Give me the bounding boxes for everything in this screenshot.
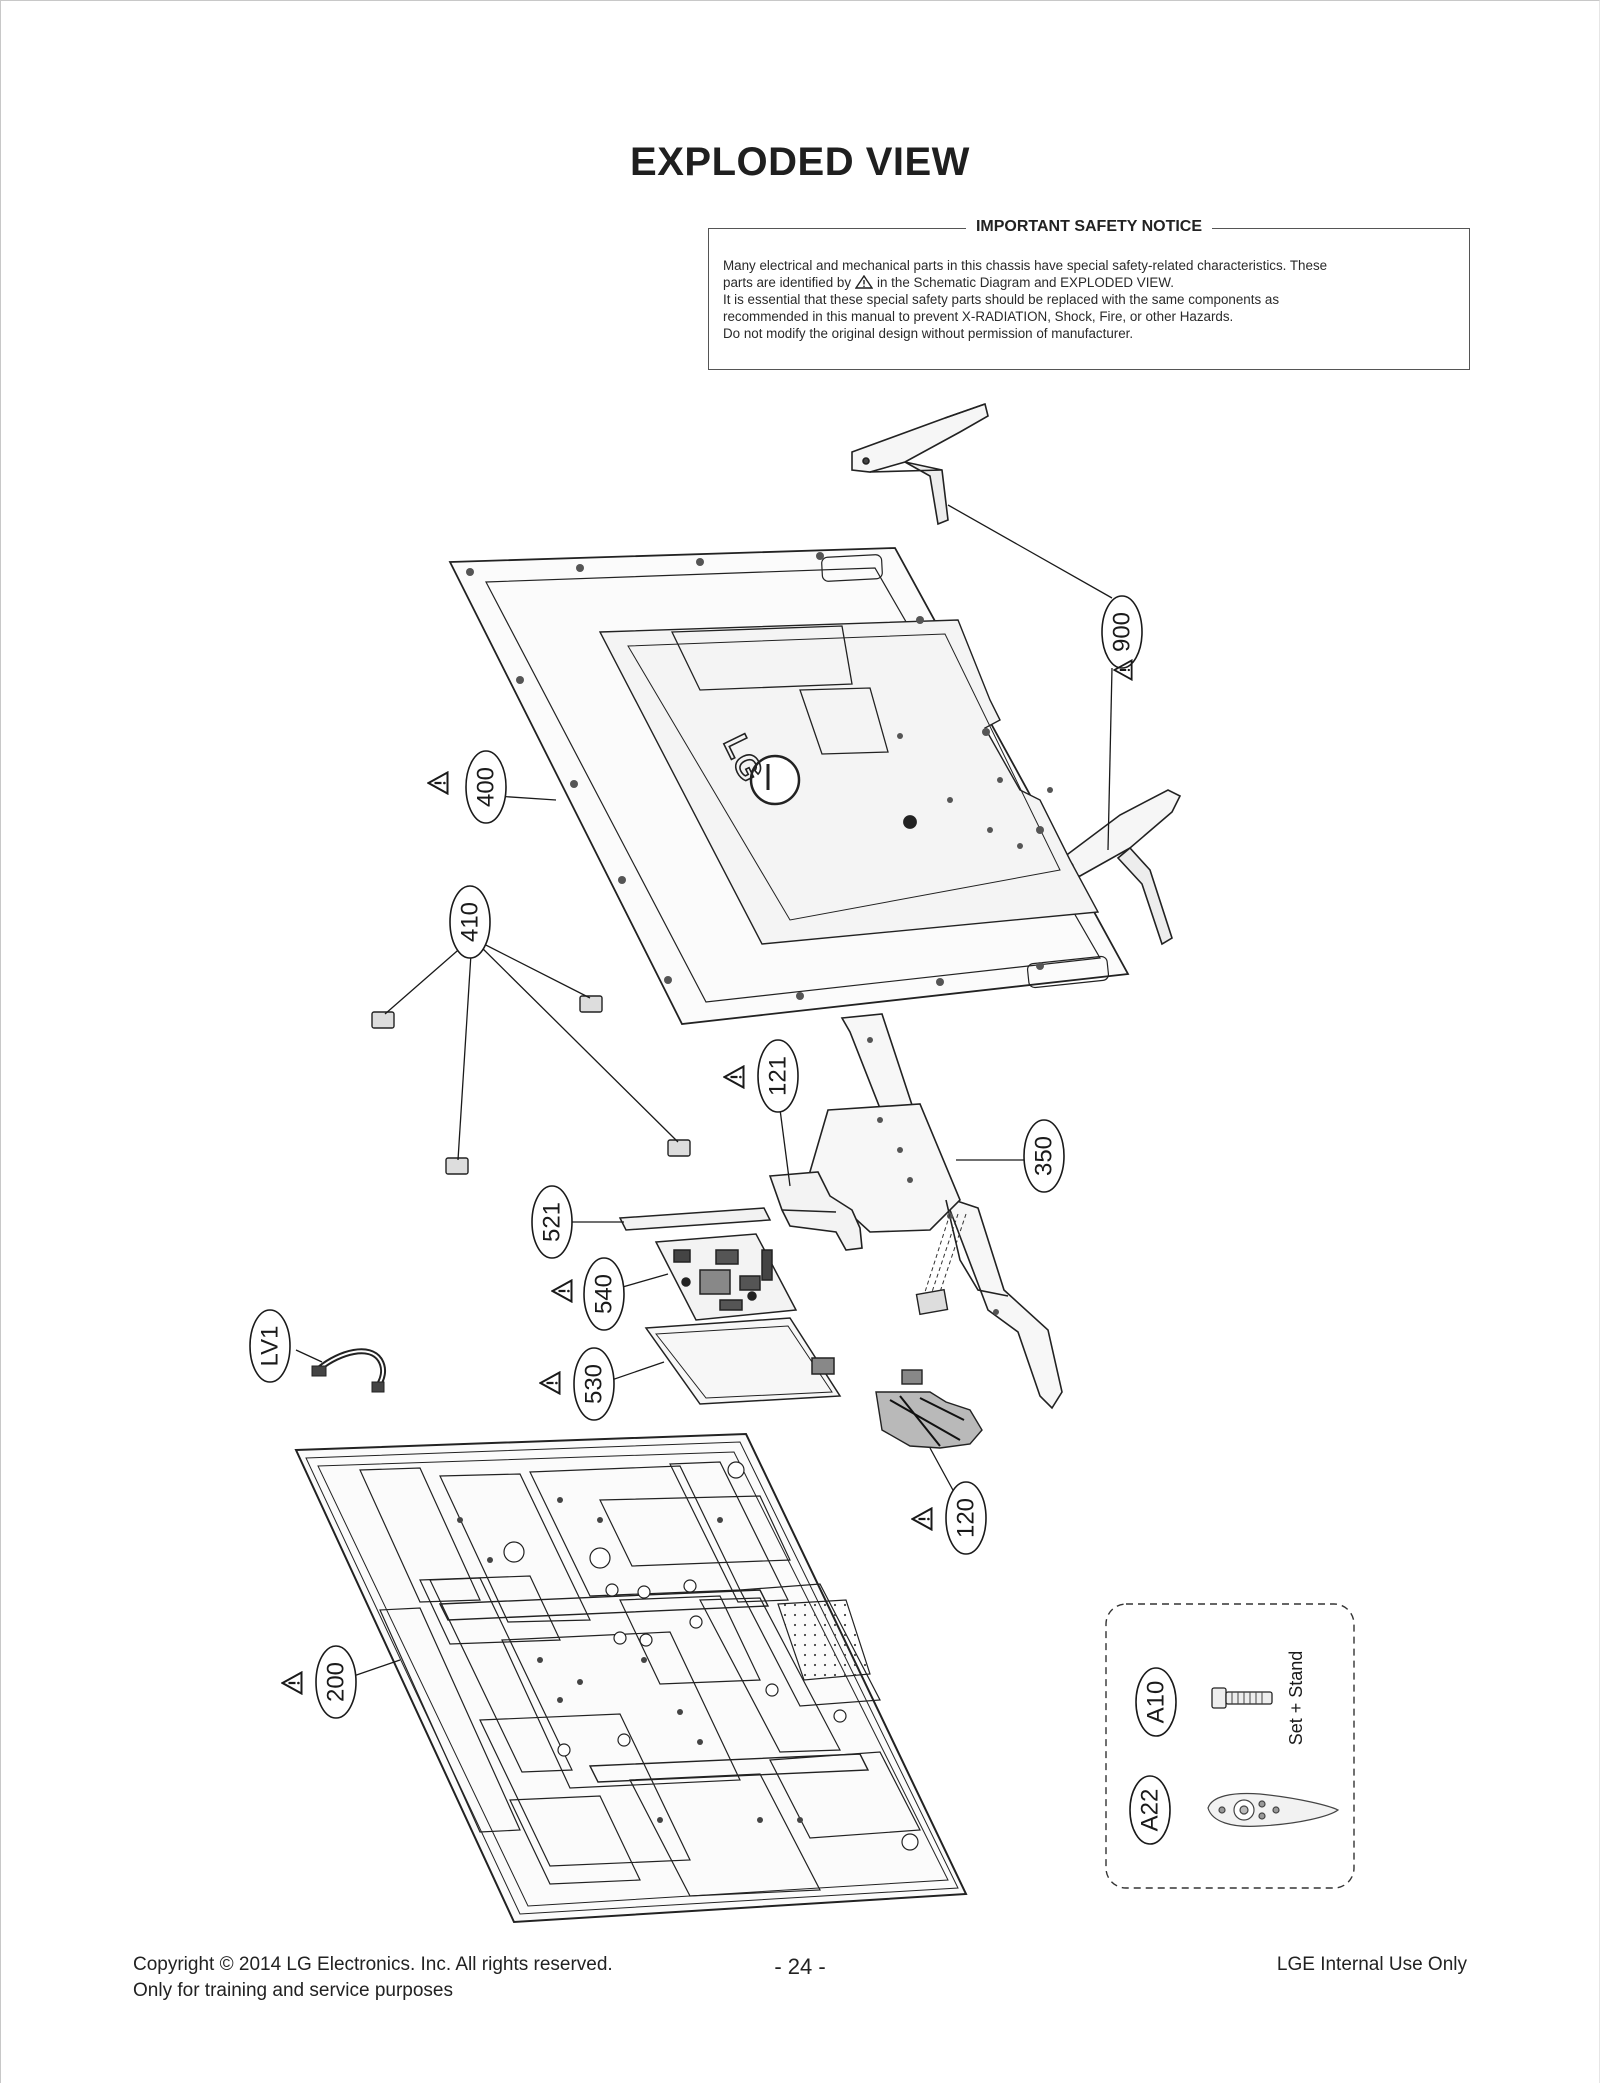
part-label-400: 400 — [427, 750, 507, 824]
part-number-400: 400 — [473, 767, 500, 807]
power-bracket — [768, 1171, 863, 1251]
safety-notice-box: IMPORTANT SAFETY NOTICE Many electrical … — [708, 218, 1470, 370]
set-stand-label: Set + Stand — [1286, 1651, 1306, 1746]
part-label-521: 521 — [531, 1185, 573, 1259]
warning-triangle-icon — [539, 1371, 561, 1395]
part-label-350: 350 — [1023, 1119, 1065, 1193]
part-number-121: 121 — [765, 1056, 792, 1096]
stand-upper-part — [851, 402, 989, 526]
part-label-540: 540 — [551, 1257, 625, 1331]
remote-control — [1207, 1792, 1340, 1827]
footer-internal-use: LGE Internal Use Only — [1276, 1954, 1467, 1975]
bracket-clips — [371, 995, 691, 1175]
part-label-lv1: LV1 — [249, 1309, 291, 1383]
lvds-cable — [311, 1348, 387, 1393]
part-number-120: 120 — [953, 1498, 980, 1538]
part-label-200: 200 — [281, 1645, 357, 1719]
warning-triangle-icon — [855, 275, 874, 289]
notice-line-4: recommended in this manual to prevent X-… — [723, 309, 1234, 324]
part-label-120: 120 — [911, 1481, 987, 1555]
lcd-module — [294, 1432, 968, 1924]
part-number-900: 900 — [1109, 612, 1136, 652]
safety-notice-heading-text: IMPORTANT SAFETY NOTICE — [965, 218, 1213, 235]
safety-notice-body: Many electrical and mechanical parts in … — [723, 257, 1455, 342]
warning-triangle-icon — [551, 1279, 573, 1303]
part-number-410: 410 — [457, 902, 484, 942]
notice-line-1: Many electrical and mechanical parts in … — [723, 258, 1328, 273]
speaker-assembly — [875, 1369, 983, 1449]
part-number-540: 540 — [591, 1274, 618, 1314]
warning-triangle-icon — [281, 1671, 303, 1695]
part-number-a10: A10 — [1143, 1681, 1170, 1724]
part-label-530: 530 — [539, 1347, 615, 1421]
warning-triangle-icon — [723, 1065, 745, 1089]
notice-line-2-pre: parts are identified by — [723, 275, 852, 290]
notice-line-3: It is essential that these special safet… — [723, 292, 1280, 307]
part-label-121: 121 — [723, 1039, 799, 1113]
page-title: EXPLODED VIEW — [630, 140, 970, 184]
warning-triangle-icon — [911, 1507, 933, 1531]
part-number-a22: A22 — [1137, 1789, 1164, 1832]
screw-part — [1211, 1687, 1273, 1709]
part-number-200: 200 — [323, 1662, 350, 1702]
part-number-521: 521 — [539, 1202, 566, 1242]
notice-line-2: parts are identified by in the Schematic … — [723, 274, 1455, 291]
part-label-900: 900 — [1101, 595, 1143, 681]
warning-triangle-icon — [427, 771, 449, 795]
back-cover: LG — [448, 547, 1130, 1025]
main-frame — [798, 1013, 1063, 1410]
accessory-box: A10 Set + Stand A22 — [1105, 1603, 1355, 1889]
part-number-lv1: LV1 — [257, 1326, 284, 1367]
power-board — [644, 1317, 842, 1405]
safety-notice-heading: IMPORTANT SAFETY NOTICE — [709, 218, 1469, 236]
main-board — [654, 1233, 798, 1321]
small-board — [915, 1288, 949, 1316]
page-number: - 24 - — [774, 1954, 826, 1979]
part-number-530: 530 — [581, 1364, 608, 1404]
notice-line-2-post: in the Schematic Diagram and EXPLODED VI… — [877, 275, 1174, 290]
part-number-350: 350 — [1031, 1136, 1058, 1176]
part-label-410: 410 — [449, 885, 491, 959]
footer-copyright: Copyright © 2014 LG Electronics. Inc. Al… — [133, 1952, 613, 2004]
notice-line-5: Do not modify the original design withou… — [723, 326, 1134, 341]
training-text: Only for training and service purposes — [133, 1980, 453, 2001]
shield-plate — [618, 1207, 772, 1231]
copyright-text: Copyright © 2014 LG Electronics. Inc. Al… — [133, 1954, 613, 1975]
